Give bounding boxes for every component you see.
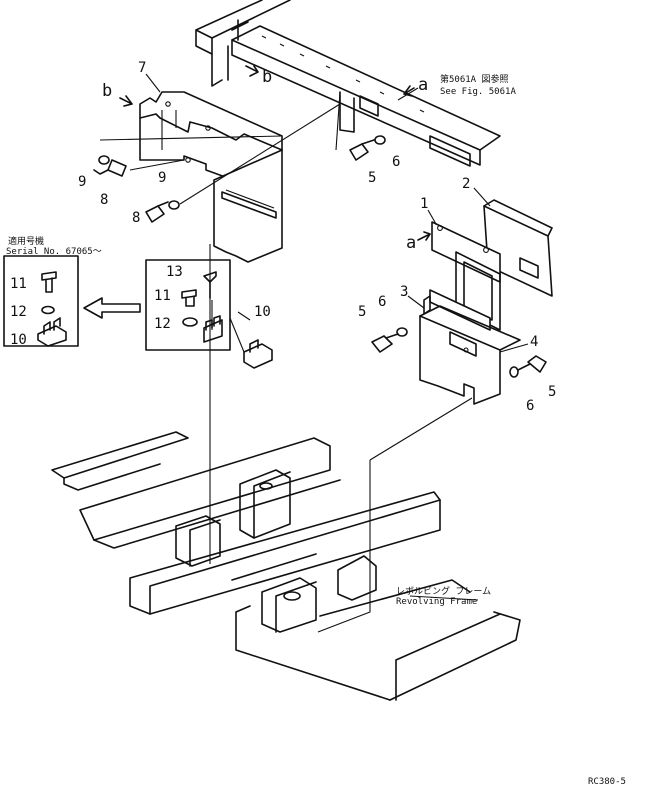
upper-frame-beam <box>195 0 501 167</box>
bolt-group-8-9-lower <box>145 103 341 223</box>
detail-box-center <box>145 259 231 351</box>
bracket-2 <box>483 199 553 297</box>
drawing-code: RC380-5 <box>588 777 626 786</box>
callout-6-mid: 6 <box>378 294 386 310</box>
callout-10-center: 10 <box>254 304 271 320</box>
cover-plate-7 <box>139 91 283 263</box>
callout-8-left: 8 <box>100 192 108 208</box>
connector-lines <box>99 87 479 633</box>
see-fig-note-en: See Fig. 5061A <box>440 87 516 97</box>
callout-7: 7 <box>138 60 146 76</box>
arrow-left <box>83 297 141 319</box>
callout-5-upper: 5 <box>368 170 376 186</box>
callout-11-center: 11 <box>154 288 171 304</box>
ref-arrows <box>119 65 431 241</box>
bracket-3 <box>423 289 491 331</box>
callout-12-left: 12 <box>10 304 27 320</box>
bolt-group-5-6-right <box>509 355 547 378</box>
frame-note-jp: レボルビング フレーム <box>396 585 491 597</box>
callout-12-center: 12 <box>154 316 171 332</box>
bolt-group-8-9-upper <box>93 155 185 177</box>
callout-6-right: 6 <box>526 398 534 414</box>
callout-b-left: b <box>102 81 112 101</box>
callout-1: 1 <box>420 196 428 212</box>
serial-note-en: Serial No. 67065～ <box>6 247 102 257</box>
frame-note-en: Revolving Frame <box>396 597 477 607</box>
callout-b-right: b <box>262 67 272 87</box>
bracket-4 <box>419 305 521 405</box>
revolving-frame <box>51 431 521 701</box>
callout-leaders <box>145 73 529 353</box>
callout-a-upper: a <box>418 75 428 95</box>
callout-2: 2 <box>462 176 470 192</box>
callout-a-lower: a <box>406 233 416 253</box>
callout-10-left: 10 <box>10 332 27 348</box>
bolt-group-5-6-mid <box>371 327 408 353</box>
serial-note-jp: 適用号機 <box>8 235 44 247</box>
callout-8-mid: 8 <box>132 210 140 226</box>
callout-5-mid: 5 <box>358 304 366 320</box>
callout-9-left: 9 <box>78 174 86 190</box>
callout-6-upper: 6 <box>392 154 400 170</box>
callout-5-right: 5 <box>548 384 556 400</box>
callout-9-mid: 9 <box>158 170 166 186</box>
bracket-1 <box>431 221 501 331</box>
callout-13: 13 <box>166 264 183 280</box>
clip-10 <box>243 339 273 369</box>
callout-11-left: 11 <box>10 276 27 292</box>
bolt-group-5-6-upper <box>349 135 386 161</box>
callout-3: 3 <box>400 284 408 300</box>
callout-4: 4 <box>530 334 538 350</box>
detail-box-left <box>3 255 79 347</box>
see-fig-note-jp: 第5061A 図参照 <box>440 73 509 85</box>
